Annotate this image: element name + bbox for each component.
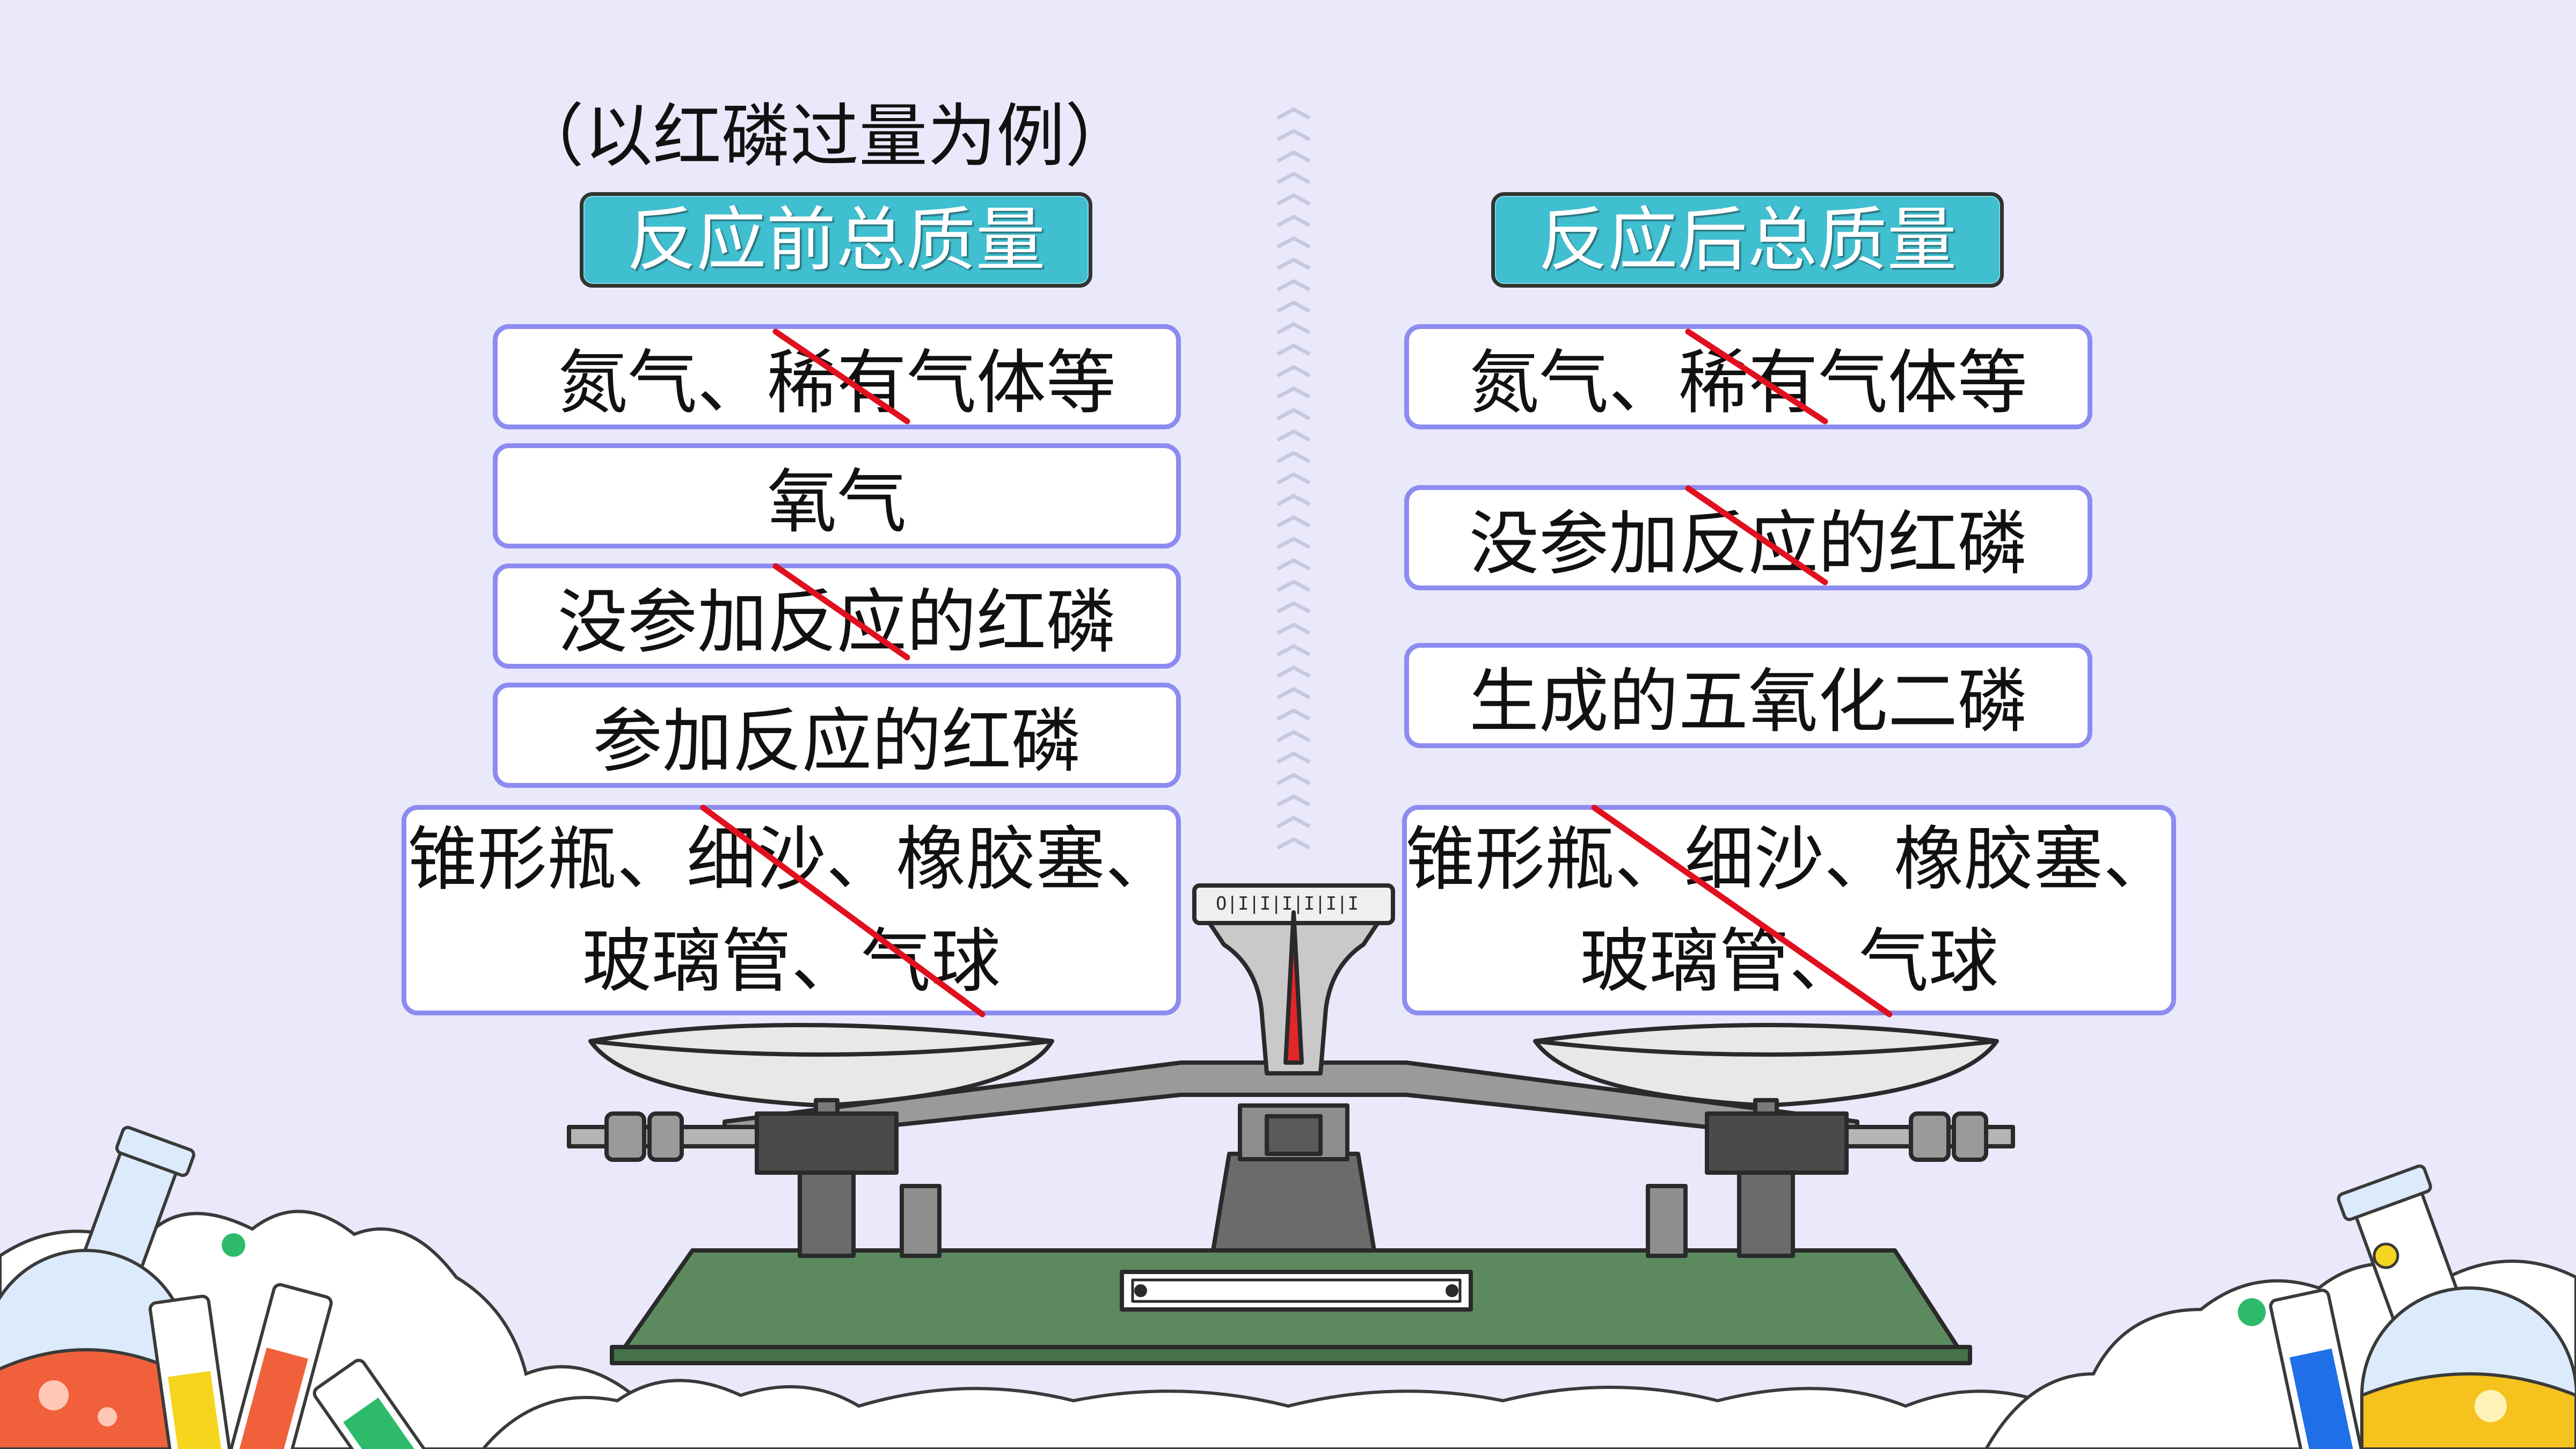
left-glassware: [0, 1125, 440, 1449]
left-item-nitrogen: 氮气、稀有气体等: [493, 324, 1181, 429]
right-item-nitrogen: 氮气、稀有气体等: [1404, 324, 2092, 429]
left-apparatus-line-2: 玻璃管、气球: [581, 920, 1001, 1002]
right-glassware: [2238, 1164, 2576, 1449]
left-item-unreacted-phosphorus: 没参加反应的红磷: [493, 564, 1181, 669]
center-divider: [1276, 107, 1311, 850]
left-item-apparatus: 锥形瓶、细沙、橡胶塞、 玻璃管、气球: [402, 805, 1181, 1015]
right-apparatus-line-2: 玻璃管、气球: [1579, 920, 1998, 1002]
right-item-unreacted-phosphorus: 没参加反应的红磷: [1404, 485, 2092, 590]
header-after-reaction: 反应后总质量: [1491, 192, 2004, 288]
right-apparatus-line-1: 锥形瓶、细沙、橡胶塞、: [1405, 818, 2173, 900]
subtitle: （以红磷过量为例）: [515, 97, 1134, 177]
right-item-phosphorus-pentoxide: 生成的五氧化二磷: [1404, 643, 2092, 748]
left-item-oxygen: 氧气: [493, 443, 1181, 548]
left-item-reacted-phosphorus: 参加反应的红磷: [493, 683, 1181, 788]
svg-text:O|I|I|I|I|I|I: O|I|I|I|I|I|I: [1216, 893, 1359, 914]
header-before-reaction: 反应前总质量: [580, 192, 1092, 288]
right-item-apparatus: 锥形瓶、细沙、橡胶塞、 玻璃管、气球: [1402, 805, 2176, 1015]
left-apparatus-line-1: 锥形瓶、细沙、橡胶塞、: [407, 818, 1175, 900]
balance-scale: O|I|I|I|I|I|I: [567, 883, 2015, 1365]
